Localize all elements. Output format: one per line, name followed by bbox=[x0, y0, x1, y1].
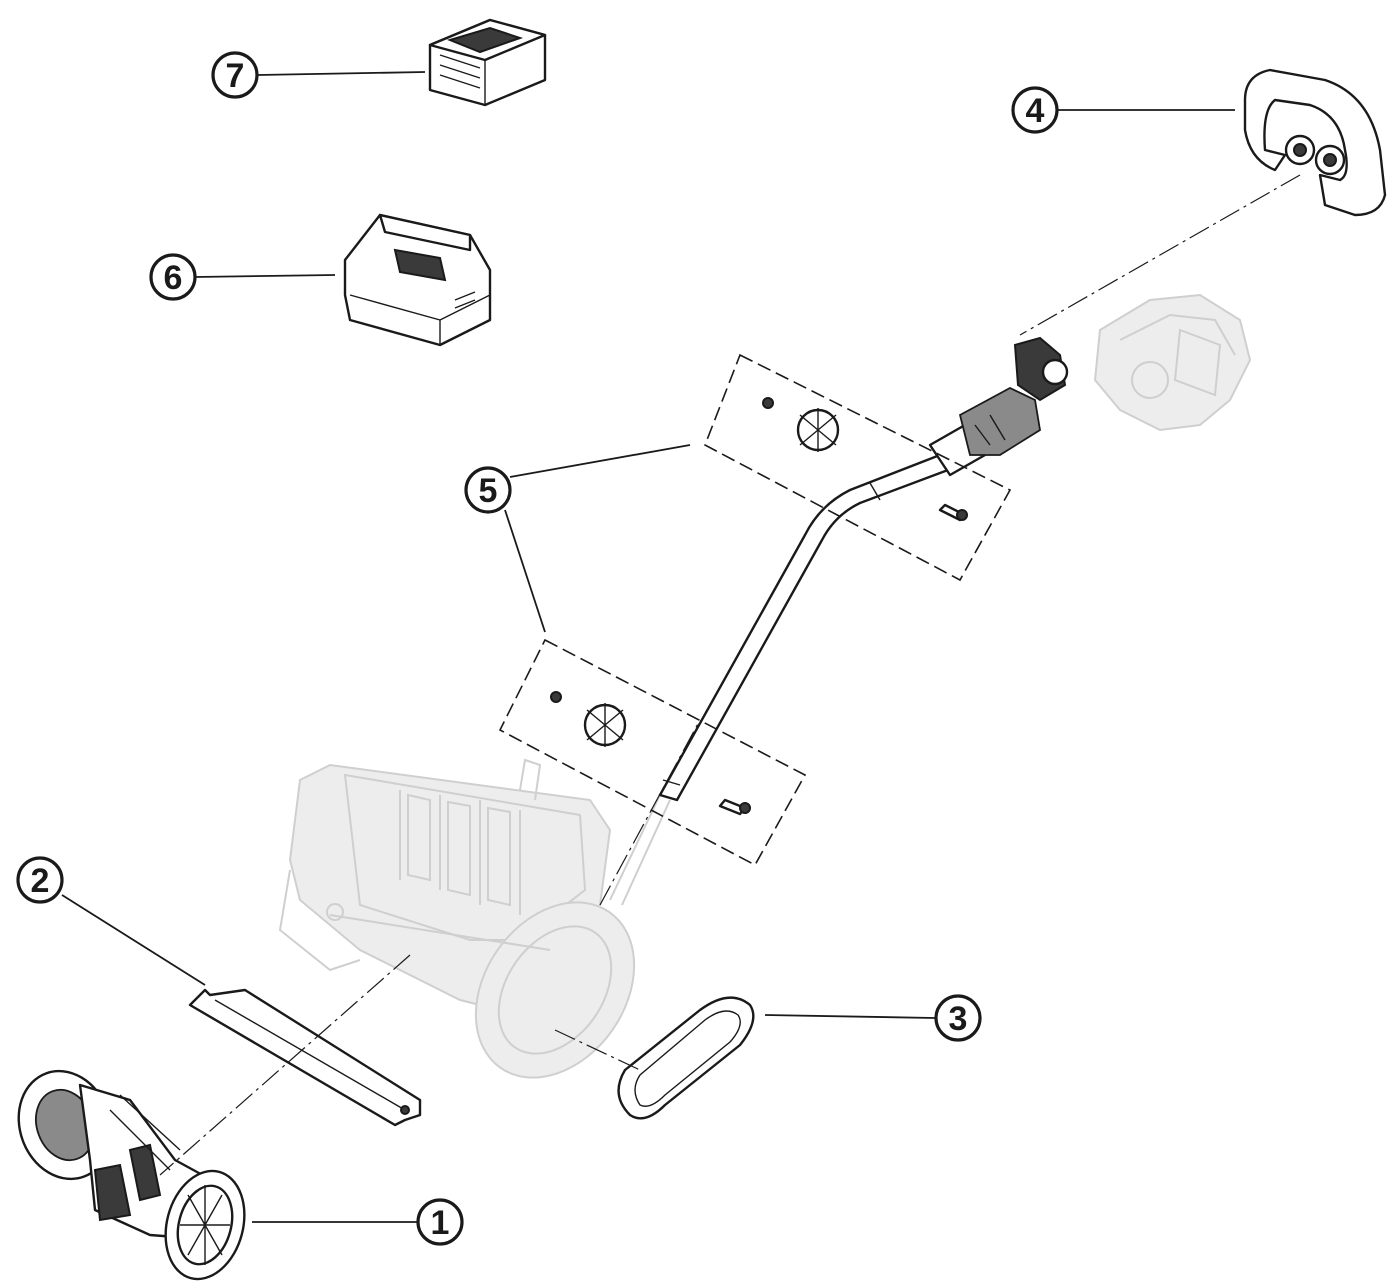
handle-tube bbox=[658, 453, 950, 802]
part-2-scraper-blade bbox=[188, 988, 422, 1127]
callout-2: 2 bbox=[16, 856, 64, 904]
part-7-battery bbox=[428, 18, 547, 107]
leader-lines bbox=[61, 71, 1235, 1223]
callout-5: 5 bbox=[464, 466, 512, 514]
part-4-top-handle bbox=[1243, 68, 1387, 217]
callout-6-label: 6 bbox=[164, 259, 183, 297]
callout-6: 6 bbox=[149, 253, 197, 301]
callout-4: 4 bbox=[1011, 86, 1059, 134]
part-5-upper-knob-kit bbox=[703, 353, 1012, 582]
part-3-drive-belt bbox=[617, 996, 755, 1120]
callout-7-label: 7 bbox=[226, 57, 245, 95]
callout-5-label: 5 bbox=[479, 472, 498, 510]
part-5-lower-knob-kit bbox=[498, 638, 807, 867]
callout-3-label: 3 bbox=[949, 1000, 968, 1038]
callout-4-label: 4 bbox=[1026, 92, 1045, 130]
part-1-auger-assembly bbox=[17, 1069, 246, 1281]
part-6-charger bbox=[343, 213, 492, 347]
ghost-lower-handle bbox=[609, 794, 671, 906]
callout-1: 1 bbox=[416, 1198, 464, 1246]
ghost-auger-housing bbox=[278, 758, 636, 1079]
ghost-motor-housing bbox=[1093, 293, 1252, 432]
callout-3: 3 bbox=[934, 994, 982, 1042]
callout-7: 7 bbox=[211, 51, 259, 99]
alignment-axes bbox=[159, 174, 1301, 1176]
handle-grip-assembly bbox=[928, 336, 1069, 477]
callout-1-label: 1 bbox=[431, 1204, 450, 1242]
callout-2-label: 2 bbox=[31, 862, 50, 900]
